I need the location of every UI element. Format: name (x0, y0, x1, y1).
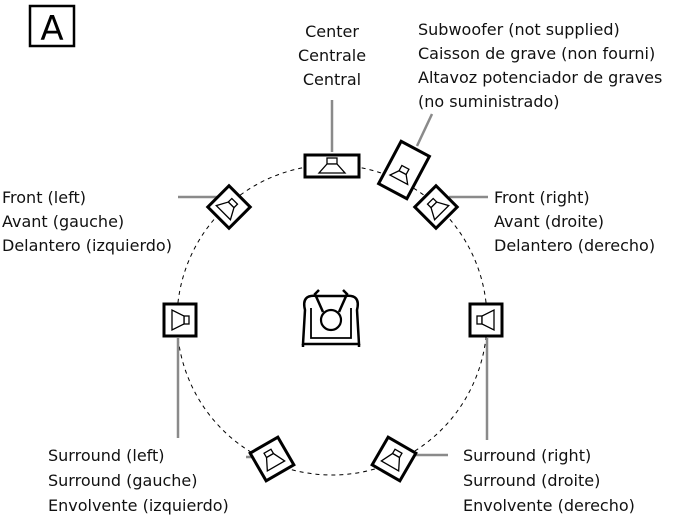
subwoofer-leader-line (415, 113, 434, 147)
surround-right-speaker (370, 435, 418, 483)
label-surround-right-line: Surround (right) (463, 446, 591, 465)
label-surround-right-line: Surround (droite) (463, 471, 600, 490)
speaker-icon (215, 197, 239, 221)
label-front-right: Front (right) Avant (droite) Delantero (… (494, 188, 655, 255)
subwoofer-icon (388, 164, 410, 186)
front-left-speaker (205, 183, 253, 231)
label-surround-right-line: Envolvente (derecho) (463, 496, 635, 515)
label-surround-left-line: Surround (gauche) (48, 471, 198, 490)
label-center-line: Centrale (298, 46, 366, 65)
label-surround-left: Surround (left) Surround (gauche) Envolv… (48, 446, 229, 515)
label-front-right-line: Avant (droite) (494, 212, 604, 231)
speaker-icon (476, 308, 495, 332)
label-subwoofer-line: Caisson de grave (non fourni) (418, 44, 655, 63)
label-surround-right: Surround (right) Surround (droite) Envol… (463, 446, 635, 515)
label-center-line: Center (305, 22, 359, 41)
side-left-speaker (162, 302, 198, 338)
surround-left-speaker (248, 435, 296, 483)
speaker-icon (380, 448, 403, 473)
label-front-left-line: Delantero (izquierdo) (2, 236, 172, 255)
label-center-line: Central (303, 70, 361, 89)
speaker-icon (263, 448, 286, 473)
listener-sofa-icon (301, 289, 361, 347)
label-front-right-line: Front (right) (494, 188, 590, 207)
subwoofer (376, 139, 432, 201)
label-subwoofer-line: Altavoz potenciador de graves (418, 68, 662, 87)
center-speaker (303, 153, 361, 179)
label-front-left: Front (left) Avant (gauche) Delantero (i… (2, 188, 172, 255)
side-right-speaker (468, 302, 504, 338)
label-front-right-line: Delantero (derecho) (494, 236, 655, 255)
speaker-icon (317, 157, 347, 174)
speaker-icon (426, 197, 450, 221)
label-subwoofer-line: Subwoofer (not supplied) (418, 20, 620, 39)
front-right-speaker (412, 183, 460, 231)
label-subwoofer-line: (no suministrado) (418, 92, 560, 111)
figure-badge-letter: A (40, 9, 63, 49)
label-surround-left-line: Envolvente (izquierdo) (48, 496, 229, 515)
label-front-left-line: Front (left) (2, 188, 86, 207)
label-surround-left-line: Surround (left) (48, 446, 165, 465)
label-center: Center Centrale Central (298, 22, 366, 89)
speaker-icon (171, 308, 190, 332)
label-subwoofer: Subwoofer (not supplied) Caisson de grav… (418, 20, 662, 111)
label-front-left-line: Avant (gauche) (2, 212, 124, 231)
figure-badge: A (28, 4, 76, 49)
